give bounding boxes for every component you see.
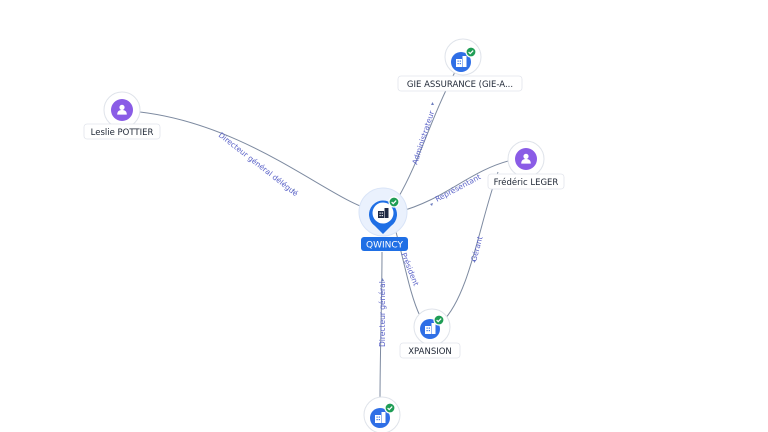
node-xpansion[interactable]: XPANSION — [399, 308, 461, 359]
edge-gerant — [441, 171, 499, 323]
edge-arrow — [473, 260, 476, 263]
edge-arrow — [292, 188, 295, 192]
node-label: Frédéric LEGER — [494, 177, 559, 188]
edge-label-directeur-general: Directeur général — [378, 281, 387, 347]
node-label: GIE ASSURANCE (GIE-A... — [407, 80, 513, 90]
node-leslie-pottier[interactable]: Leslie POTTIER — [83, 91, 161, 140]
edge-arrow — [381, 278, 384, 281]
edge-arrow — [431, 102, 434, 105]
node-label: XPANSION — [408, 347, 452, 357]
edge-arrow — [430, 203, 433, 206]
edge-label-directeur-general-delegue: Directeur général délégué — [217, 130, 300, 198]
building-icon — [378, 208, 389, 218]
node-qwincy[interactable]: QWINCY — [358, 187, 408, 251]
node-label: QWINCY — [366, 241, 403, 251]
edge-label-representant: Représentant — [434, 172, 483, 204]
node-frederic-leger[interactable]: Frédéric LEGER — [487, 140, 565, 190]
edge-label-gerant: Gérant — [469, 235, 484, 262]
node-bottom-company[interactable] — [363, 396, 401, 432]
edge-label-administrateur: Administrateur — [410, 109, 436, 166]
edge-label-president: Président — [399, 251, 420, 287]
edge-representant — [397, 159, 513, 213]
edge-directeur-general — [379, 251, 383, 403]
node-gie-assurance[interactable]: GIE ASSURANCE (GIE-A... — [397, 38, 523, 92]
edge-directeur-general-delegue — [139, 111, 373, 211]
node-label: Leslie POTTIER — [91, 128, 154, 138]
